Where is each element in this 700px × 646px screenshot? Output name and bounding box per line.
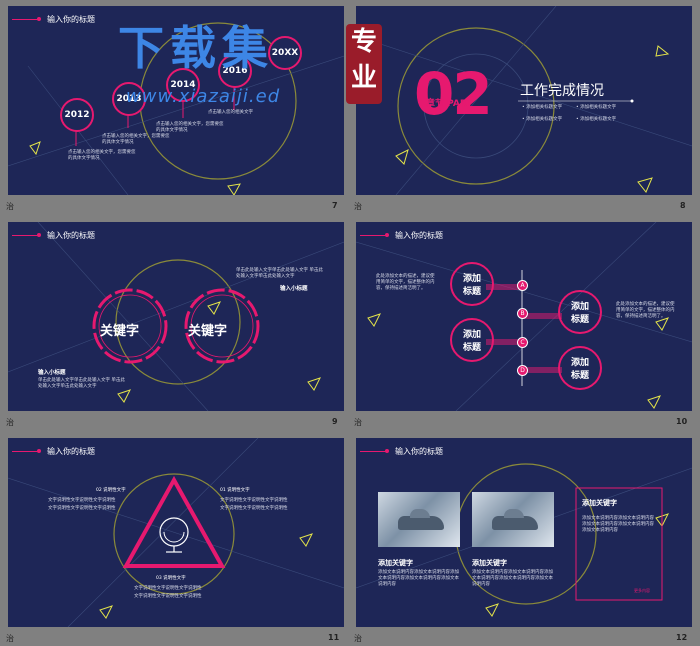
keyword-3: 添加关键字 bbox=[582, 499, 617, 507]
letter-a: A bbox=[517, 280, 528, 291]
keyword-1: 关键字 bbox=[100, 324, 140, 339]
label-03: 03 说明性文字 bbox=[156, 576, 186, 581]
slide-header: 输入你的标题 bbox=[360, 230, 443, 240]
car-photo-1 bbox=[378, 492, 460, 547]
bullet-1: • 添加相关标题文字 bbox=[522, 105, 563, 110]
letter-c: C bbox=[517, 337, 528, 348]
header-title: 输入你的标题 bbox=[47, 14, 95, 24]
slide-9-decoration bbox=[8, 222, 344, 411]
slide-12-thumbnail[interactable]: 输入你的标题 添加关键字 添加文本说明内容添加文本说明内容添加文本说明内容添加文… bbox=[356, 438, 692, 627]
bullet-4: • 添加相关标题文字 bbox=[576, 117, 617, 122]
slide-header: 输入你的标题 bbox=[360, 446, 443, 456]
year-pin-2014: 2014 bbox=[166, 68, 200, 102]
bullet-3: • 添加相关标题文字 bbox=[522, 117, 563, 122]
slide-number-8: 8 bbox=[680, 201, 686, 210]
watermark-badge: 专业 bbox=[346, 24, 382, 104]
watermark-text: 下载集 bbox=[118, 21, 274, 75]
slide-11-thumbnail[interactable]: 输入你的标题 02 说明性文字 文字说明性文字说明性文字说明性 文字说明性文字说… bbox=[8, 438, 344, 627]
body-03a: 文字说明性文字说明性文字说明性 bbox=[134, 586, 202, 591]
car-photo-2 bbox=[472, 492, 554, 547]
bullet-2: • 添加相关标题文字 bbox=[576, 105, 617, 110]
letter-d: D bbox=[517, 365, 528, 376]
body-2: 添加文本说明内容添加文本说明内容添加文本说明内容添加文本说明内容添加文本说明内容 bbox=[472, 570, 553, 587]
chapter-title: 工作完成情况 bbox=[520, 83, 604, 99]
desc-left: 此处添加文本的描述，建议使用简单的文字，描述整体的内容，保持描述简洁明了。 bbox=[376, 274, 435, 291]
body-02b: 文字说明性文字说明性文字说明性 bbox=[48, 506, 116, 511]
letter-b: B bbox=[517, 308, 528, 319]
year-pin-2012: 2012 bbox=[60, 98, 94, 132]
slide-header: 输入你的标题 bbox=[12, 14, 95, 24]
label-02: 02 说明性文字 bbox=[96, 488, 126, 493]
add-title-circle-3: 添加 标题 bbox=[558, 290, 602, 334]
footer-caption: 治 bbox=[354, 418, 362, 427]
keyword-1: 添加关键字 bbox=[378, 559, 413, 567]
slide-number-9: 9 bbox=[332, 417, 338, 426]
more-link[interactable]: 更多内容 bbox=[634, 588, 650, 593]
year-desc-3: 点击输入您的相关文字，您需要您的具体文字情况 bbox=[156, 122, 224, 133]
footer-caption: 治 bbox=[354, 634, 362, 643]
slide-header: 输入你的标题 bbox=[12, 446, 95, 456]
body-02a: 文字说明性文字说明性文字说明性 bbox=[48, 498, 116, 503]
slide-9-thumbnail[interactable]: 输入你的标题 关键字 关键字 单击此处输入文字单击此处输入文字 单击此处输入文字… bbox=[8, 222, 344, 411]
body-03b: 文字说明性文字说明性文字说明性 bbox=[134, 594, 202, 599]
header-title: 输入你的标题 bbox=[47, 446, 95, 456]
slide-number-11: 11 bbox=[328, 633, 340, 642]
keyword-2: 关键字 bbox=[188, 324, 228, 339]
year-desc-1: 点击输入您的相关文字，您需要您的具体文字情况 bbox=[68, 150, 136, 161]
slide-header: 输入你的标题 bbox=[12, 230, 95, 240]
year-pin-20xx: 20XX bbox=[268, 36, 302, 70]
header-title: 输入你的标题 bbox=[395, 446, 443, 456]
year-desc-4: 点击输入您的相关文字 bbox=[208, 110, 253, 115]
slide-7-thumbnail[interactable]: 输入你的标题 2012 2013 2014 2016 20XX 点击输入您的相关… bbox=[8, 6, 344, 195]
body-3: 添加文本说明内容添加文本说明内容添加文本说明内容添加文本说明内容添加文本说明内容 bbox=[582, 516, 654, 533]
subtitle-left: 输入小标题 bbox=[38, 370, 66, 376]
desc-right: 此处添加文本的描述，建议使用简单的文字，描述整体的内容，保持描述简洁明了。 bbox=[616, 302, 675, 319]
year-pin-2013: 2013 bbox=[112, 82, 146, 116]
slide-number-12: 12 bbox=[676, 633, 688, 642]
add-title-circle-1: 添加 标题 bbox=[450, 262, 494, 306]
year-desc-2: 点击输入您的相关文字，您需要您的具体文字情况 bbox=[102, 134, 170, 145]
slide-11-decoration bbox=[8, 438, 344, 627]
footer-caption: 治 bbox=[6, 418, 14, 427]
slide-number-7: 7 bbox=[332, 201, 338, 210]
slide-10-thumbnail[interactable]: 输入你的标题 添加 标题 添加 标题 添加 标题 添加 标题 A B C D 此… bbox=[356, 222, 692, 411]
add-title-circle-2: 添加 标题 bbox=[450, 318, 494, 362]
body-01a: 文字说明性文字说明性文字说明性 bbox=[220, 498, 288, 503]
label-01: 01 说明性文字 bbox=[220, 488, 250, 493]
slide-8-thumbnail[interactable]: 02 章节 PART 工作完成情况 • 添加相关标题文字 • 添加相关标题文字 … bbox=[356, 6, 692, 195]
desc-left: 单击此处输入文字单击此处输入文字 单击此处输入文字单击此处输入文字 bbox=[38, 378, 125, 389]
slide-number-10: 10 bbox=[676, 417, 688, 426]
body-01b: 文字说明性文字说明性文字说明性 bbox=[220, 506, 288, 511]
chapter-number: 02 bbox=[414, 60, 493, 128]
add-title-circle-4: 添加 标题 bbox=[558, 346, 602, 390]
footer-caption: 治 bbox=[6, 202, 14, 211]
body-1: 添加文本说明内容添加文本说明内容添加文本说明内容添加文本说明内容添加文本说明内容 bbox=[378, 570, 459, 587]
keyword-2: 添加关键字 bbox=[472, 559, 507, 567]
slide-8-decoration bbox=[356, 6, 692, 195]
footer-caption: 治 bbox=[354, 202, 362, 211]
footer-caption: 治 bbox=[6, 634, 14, 643]
header-title: 输入你的标题 bbox=[395, 230, 443, 240]
chapter-part: 章节 PART bbox=[426, 99, 473, 109]
header-title: 输入你的标题 bbox=[47, 230, 95, 240]
watermark-url: www.xiazaiji.ed bbox=[126, 86, 281, 107]
year-pin-2016: 2016 bbox=[218, 54, 252, 88]
subtitle-right: 输入小标题 bbox=[280, 286, 308, 292]
desc-right: 单击此处输入文字单击此处输入文字 单击此处输入文字单击此处输入文字 bbox=[236, 268, 323, 279]
